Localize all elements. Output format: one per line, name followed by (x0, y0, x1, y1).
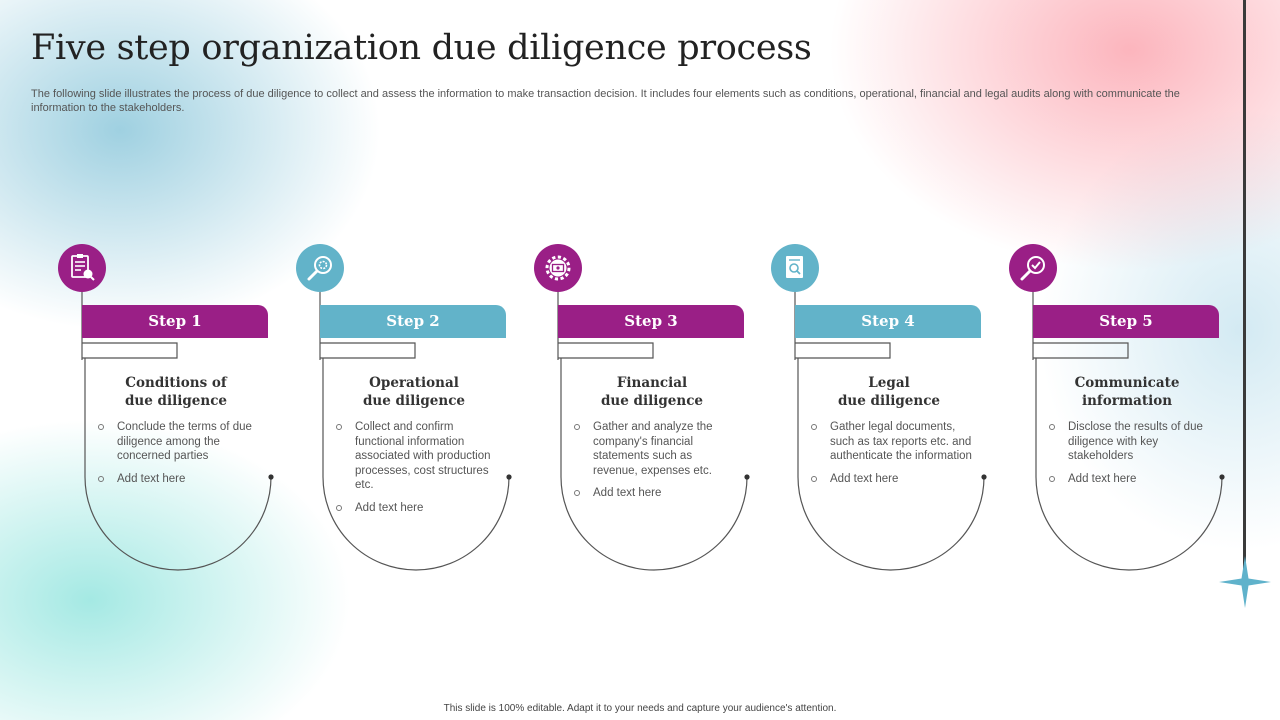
step-bullet-item: Add text here (98, 472, 263, 487)
step-heading-line: information (1081, 393, 1173, 409)
step-banner: Step 3 (558, 305, 744, 338)
step-bullet-item: Add text here (1049, 472, 1214, 487)
step-banner: Step 1 (82, 305, 268, 338)
step-banner: Step 4 (795, 305, 981, 338)
step-bullet-list: Gather legal documents, such as tax repo… (811, 420, 976, 494)
step-heading: Financial due diligence (572, 374, 732, 410)
gear-money-icon (534, 244, 582, 292)
step-heading-line: Financial (616, 375, 688, 391)
page-subtitle: The following slide illustrates the proc… (31, 88, 1180, 114)
step-bullet-item: Add text here (811, 472, 976, 487)
step-heading: Operational due diligence (334, 374, 494, 410)
gear-magnifier-icon (296, 244, 344, 292)
step-connector-lines (1032, 290, 1225, 571)
step-heading: Conditions of due diligence (96, 374, 256, 410)
step-heading: Communicate information (1047, 374, 1207, 410)
star-icon (1219, 556, 1271, 608)
step-bullet-list: Collect and confirm functional informati… (336, 420, 501, 523)
step-heading: Legal due diligence (809, 374, 969, 410)
step-bullet-item: Add text here (336, 501, 501, 516)
step-heading-line: due diligence (600, 393, 704, 409)
footer-note: This slide is 100% editable. Adapt it to… (443, 703, 837, 714)
step-heading-line: due diligence (124, 393, 228, 409)
step-bullet-item: Gather legal documents, such as tax repo… (811, 420, 976, 464)
step-bullet-list: Gather and analyze the company's financi… (574, 420, 739, 509)
step-bullet-list: Disclose the results of due diligence wi… (1049, 420, 1214, 494)
step-heading-line: due diligence (362, 393, 466, 409)
step-bullet-item: Add text here (574, 486, 739, 501)
step-heading-line: due diligence (837, 393, 941, 409)
step-heading-line: Conditions of (125, 375, 227, 391)
step-bullet-item: Disclose the results of due diligence wi… (1049, 420, 1214, 464)
step-bullet-item: Collect and confirm functional informati… (336, 420, 501, 493)
step-banner: Step 5 (1033, 305, 1219, 338)
page-title: Five step organization due diligence pro… (31, 28, 812, 68)
step-bullet-list: Conclude the terms of due diligence amon… (98, 420, 263, 494)
decorative-rule (1243, 0, 1246, 578)
step-heading-line: Communicate (1074, 375, 1180, 391)
magnifier-check-icon (1009, 244, 1057, 292)
step-heading-line: Legal (868, 375, 910, 391)
step-heading-line: Operational (369, 375, 459, 391)
step-banner: Step 2 (320, 305, 506, 338)
step-bullet-item: Conclude the terms of due diligence amon… (98, 420, 263, 464)
step-bullet-item: Gather and analyze the company's financi… (574, 420, 739, 478)
checklist-magnifier-icon (58, 244, 106, 292)
document-magnifier-icon (771, 244, 819, 292)
